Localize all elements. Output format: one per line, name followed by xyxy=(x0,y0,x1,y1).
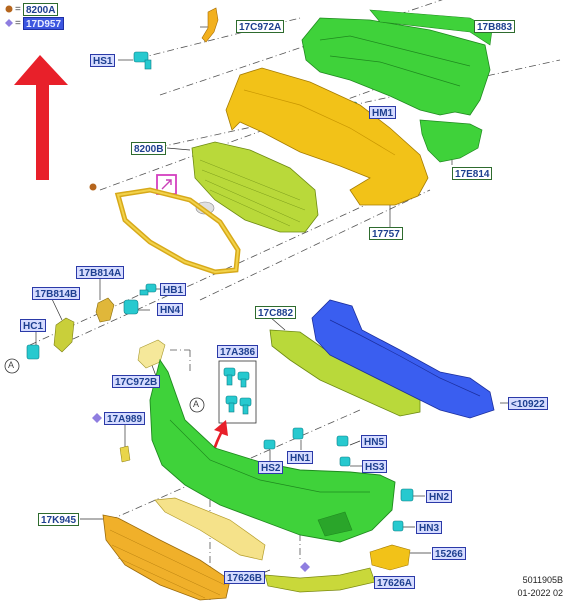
callout-HM1[interactable]: HM1 xyxy=(369,106,397,119)
callout-17K945[interactable]: 17K945 xyxy=(38,513,80,526)
callout-HS3[interactable]: HS3 xyxy=(362,460,388,473)
callout-HN3[interactable]: HN3 xyxy=(416,521,443,534)
callout-10922-group: < 10922 xyxy=(508,397,548,410)
part-17B814A-bracket xyxy=(95,297,115,323)
part-17626A xyxy=(264,567,376,593)
part-17E814 xyxy=(419,119,483,163)
callout-HN2[interactable]: HN2 xyxy=(426,490,453,503)
callout-17C882[interactable]: 17C882 xyxy=(255,306,297,319)
callout-17A386[interactable]: 17A386 xyxy=(217,345,259,358)
callout-HN1[interactable]: HN1 xyxy=(287,451,314,464)
part-10922 xyxy=(311,299,495,419)
part-17B883 xyxy=(301,9,493,116)
legend-purple-diamond xyxy=(5,19,13,27)
callout-HS1[interactable]: HS1 xyxy=(90,54,116,67)
callout-17626B[interactable]: 17626B xyxy=(224,571,266,584)
part-17626B xyxy=(154,497,266,561)
clip-hn4-icon xyxy=(123,299,139,315)
callout-17C972A[interactable]: 17C972A xyxy=(236,20,285,33)
legend-8200A: 8200A xyxy=(23,3,59,16)
callout-17B883[interactable]: 17B883 xyxy=(474,20,516,33)
callout-HB1[interactable]: HB1 xyxy=(160,283,187,296)
red-arrow-icon xyxy=(14,55,68,180)
legend-17D957[interactable]: 17D957 xyxy=(23,17,65,30)
screw-hs1-icon xyxy=(133,51,152,70)
diagram-id: 5011905B xyxy=(522,575,563,585)
screw-hb1-icon xyxy=(139,283,157,296)
part-grille-surround xyxy=(89,183,241,275)
callout-17C972B[interactable]: 17C972B xyxy=(112,375,161,388)
clip-hc1-icon xyxy=(26,344,40,360)
marker-a1-circle xyxy=(4,358,20,374)
legend-equals-2: = xyxy=(15,18,21,29)
callout-HN4[interactable]: HN4 xyxy=(157,303,184,316)
diamond-17A989-icon xyxy=(92,413,102,423)
callout-HN5[interactable]: HN5 xyxy=(361,435,388,448)
part-17B814B-bracket xyxy=(53,317,75,353)
part-17757 xyxy=(225,67,429,206)
screw-hs2-icon xyxy=(263,439,276,450)
clip-hn2-icon xyxy=(400,488,414,502)
marker-a2-circle xyxy=(189,397,205,413)
part-8200B xyxy=(191,141,319,233)
legend-equals-1: = xyxy=(15,4,21,15)
part-15266 xyxy=(369,544,411,571)
callout-15266[interactable]: 15266 xyxy=(432,547,466,560)
clip-hn1-icon xyxy=(292,427,304,440)
legend-brown-dot xyxy=(5,5,13,13)
marker-a2: A xyxy=(193,399,200,409)
bracket-17C972A xyxy=(201,7,219,43)
marker-a1: A xyxy=(8,360,15,370)
callout-HS2[interactable]: HS2 xyxy=(258,461,284,474)
callout-8200B[interactable]: 8200B xyxy=(131,142,167,155)
callout-17626A[interactable]: 17626A xyxy=(374,576,416,589)
callout-HC1[interactable]: HC1 xyxy=(20,319,47,332)
part-front-bumper xyxy=(149,358,396,543)
callout-10922-prefix: < xyxy=(508,397,517,410)
callout-17B814A[interactable]: 17B814A xyxy=(76,266,125,279)
screws-17A386-icon xyxy=(223,367,252,415)
callout-17B814B[interactable]: 17B814B xyxy=(32,287,81,300)
screw-hs3-icon xyxy=(339,456,351,467)
callout-10922[interactable]: 10922 xyxy=(516,397,548,410)
part-17A989 xyxy=(119,445,131,463)
callout-17A989[interactable]: 17A989 xyxy=(104,412,146,425)
clip-hn3-icon xyxy=(392,520,404,532)
diamond-lower-icon xyxy=(300,562,310,572)
callout-17757[interactable]: 17757 xyxy=(369,227,403,240)
diagram-date: 01-2022 02 xyxy=(517,588,563,598)
part-17K945 xyxy=(102,514,231,601)
clip-hn5-icon xyxy=(336,435,349,447)
callout-17E814[interactable]: 17E814 xyxy=(452,167,493,180)
